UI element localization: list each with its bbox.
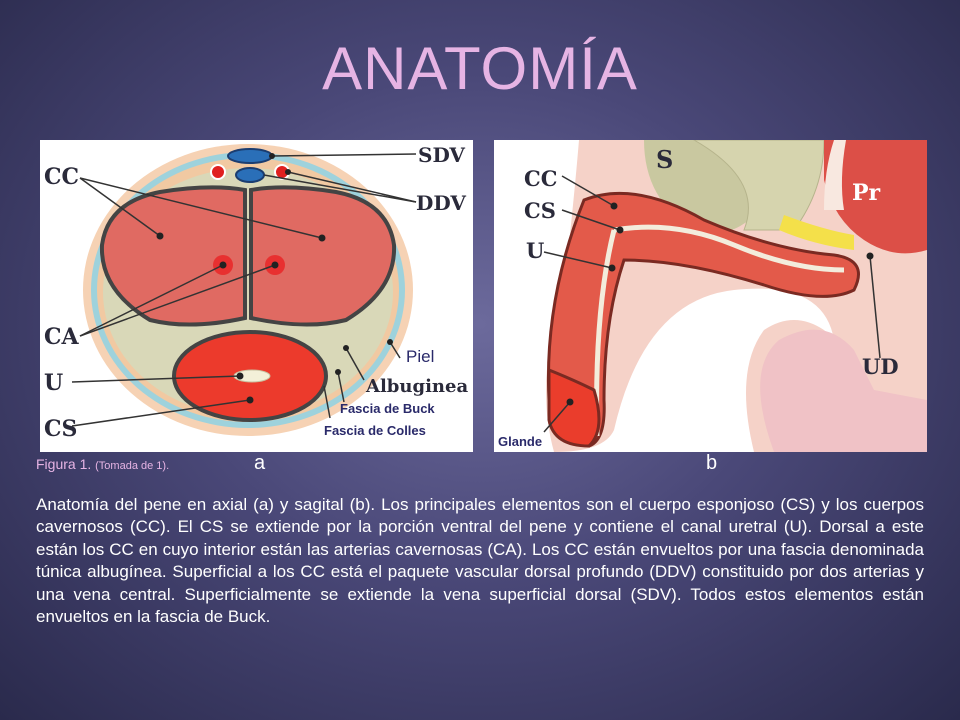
label-fascia-colles: Fascia de Colles (324, 423, 426, 438)
sagittal-section-illustration: CC CS U S Pr UD Glande (494, 140, 927, 452)
label-u: U (526, 238, 544, 263)
deep-dorsal-vein (235, 167, 265, 183)
slide-title: ANATOMÍA (322, 35, 638, 102)
label-ud: UD (862, 354, 899, 379)
label-cc: CC (524, 166, 557, 191)
prostate (824, 140, 927, 254)
label-u: U (44, 370, 63, 396)
urethra-prostatic (824, 140, 846, 210)
pointer-lines (543, 175, 881, 433)
glans (547, 367, 601, 448)
pointer-dots (156, 153, 393, 404)
axial-section-figure: CC CA U CS SDV DDV Albuginea Piel Fascia… (40, 140, 473, 452)
urogenital-diaphragm (779, 215, 854, 250)
corpus-cavernosum-right (249, 185, 397, 327)
sagittal-section-figure: CC CS U S Pr UD Glande (494, 140, 927, 452)
urethra-path (613, 224, 845, 273)
label-cs: CS (44, 416, 77, 442)
description-paragraph: Anatomía del pene en axial (a) y sagital… (36, 495, 924, 627)
superficial-dorsal-vein (227, 148, 273, 164)
label-piel: Piel (406, 347, 434, 366)
label-pr: Pr (852, 180, 881, 206)
label-fascia-buck: Fascia de Buck (340, 401, 435, 416)
label-albuginea: Albuginea (365, 376, 468, 397)
label-cs: CS (524, 198, 556, 223)
label-ddv: DDV (416, 191, 466, 215)
label-s: S (656, 145, 673, 174)
scrotal-region (760, 329, 927, 452)
caption-dot: . (87, 456, 96, 472)
figure-caption: Figura 1. (Tomada de 1). (36, 456, 169, 472)
corpus-cavernosum-left (99, 185, 247, 327)
caption-figura: Figura 1 (36, 456, 88, 472)
axial-section-illustration: CC CA U CS SDV DDV Albuginea Piel Fascia… (44, 143, 468, 442)
figure-letter-b: b (706, 452, 718, 474)
pointer-lines (71, 153, 417, 427)
label-glande: Glande (498, 434, 542, 449)
caption-source: (Tomada de 1). (95, 460, 170, 472)
figure-letter-a: a (254, 452, 266, 474)
label-ca: CA (44, 324, 80, 350)
dorsal-artery-left (210, 164, 226, 180)
pointer-dots (566, 202, 874, 406)
label-sdv: SDV (418, 143, 465, 167)
pelvic-tissue (692, 140, 825, 231)
label-cc: CC (44, 164, 79, 190)
